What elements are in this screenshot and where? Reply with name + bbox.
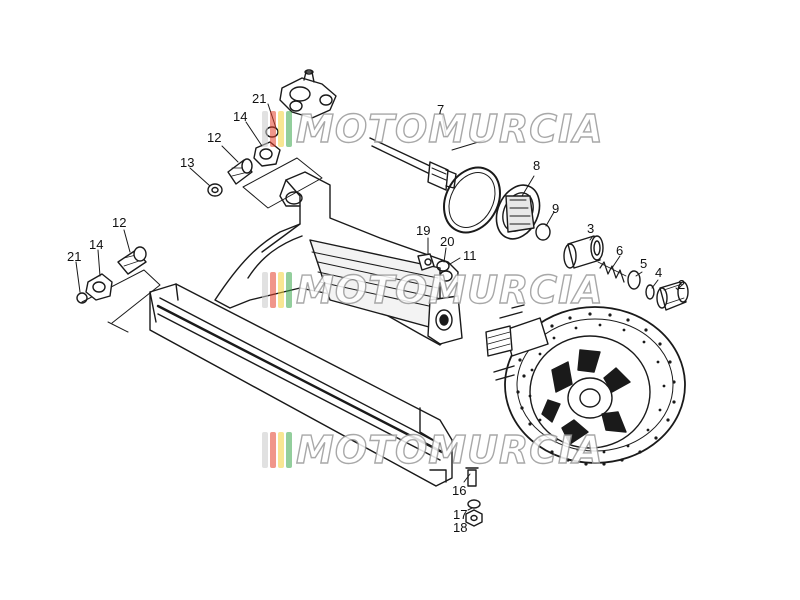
watermark-stripe	[270, 272, 276, 308]
watermark-text: MOTOMURCIA	[295, 427, 604, 472]
swing-arm	[149, 171, 463, 487]
part-label-14-top: 14	[233, 109, 248, 124]
washer-17	[467, 499, 481, 509]
watermark-stripe	[286, 272, 292, 308]
part-label-8: 8	[533, 158, 541, 173]
wheel-hub-disc	[485, 304, 686, 466]
nut-lower	[85, 273, 113, 301]
part-label-18: 18	[453, 520, 468, 535]
o-ring	[535, 223, 551, 241]
watermark-stripe	[270, 111, 276, 147]
part-label-14-left: 14	[89, 237, 104, 252]
part-label-12-left: 12	[112, 215, 127, 230]
drive-shaft	[369, 137, 486, 191]
circlip-ring	[443, 166, 501, 234]
watermark-text: MOTOMURCIA	[295, 267, 604, 312]
watermark-stripe	[286, 111, 292, 147]
part-label-3: 3	[587, 221, 595, 236]
splined-bush	[656, 281, 689, 311]
disc-holes	[516, 312, 676, 466]
part-label-4: 4	[655, 265, 663, 280]
bearing-sleeve	[563, 235, 604, 269]
part-label-17: 17	[453, 507, 468, 522]
part-label-12-top: 12	[207, 130, 222, 145]
watermark-stripe	[278, 111, 284, 147]
cap-lower	[76, 292, 88, 304]
part-label-19: 19	[416, 223, 431, 238]
watermark-stripe	[278, 272, 284, 308]
part-label-2: 2	[678, 277, 686, 292]
assembly-guide-lines	[81, 157, 323, 333]
watermark-middle: MOTOMURCIA	[262, 267, 604, 313]
nut-18	[465, 509, 483, 527]
part-label-21-left: 21	[67, 249, 82, 264]
watermark-stripe	[262, 432, 268, 468]
watermark-stripe	[278, 432, 284, 468]
watermark-stripes	[262, 111, 292, 147]
washer-20	[436, 260, 450, 272]
part-label-21-top: 21	[252, 91, 267, 106]
washer-upper	[207, 183, 223, 197]
part-label-9: 9	[552, 201, 560, 216]
gear-housing	[495, 184, 541, 240]
bolt-lower	[117, 246, 147, 275]
watermark-text: MOTOMURCIA	[295, 106, 604, 151]
watermark-stripe	[286, 432, 292, 468]
watermark-bottom: MOTOMURCIA	[262, 427, 604, 473]
part-label-6: 6	[616, 243, 624, 258]
watermark-stripes	[262, 432, 292, 468]
spring	[597, 261, 627, 283]
watermark-stripes	[262, 272, 292, 308]
watermark-stripe	[270, 432, 276, 468]
part-label-5: 5	[640, 256, 648, 271]
watermark-top: MOTOMURCIA	[262, 106, 604, 152]
watermark-stripe	[262, 111, 268, 147]
bolt-19	[417, 253, 435, 271]
watermark-stripe	[262, 272, 268, 308]
part-label-20: 20	[440, 234, 455, 249]
universal-joint	[279, 69, 337, 119]
part-label-7: 7	[437, 102, 445, 117]
washer	[627, 270, 641, 290]
snap-ring	[645, 284, 655, 300]
part-label-13: 13	[180, 155, 195, 170]
bolt-upper	[227, 158, 253, 185]
part-label-16: 16	[452, 483, 467, 498]
part-label-11: 11	[463, 248, 477, 263]
